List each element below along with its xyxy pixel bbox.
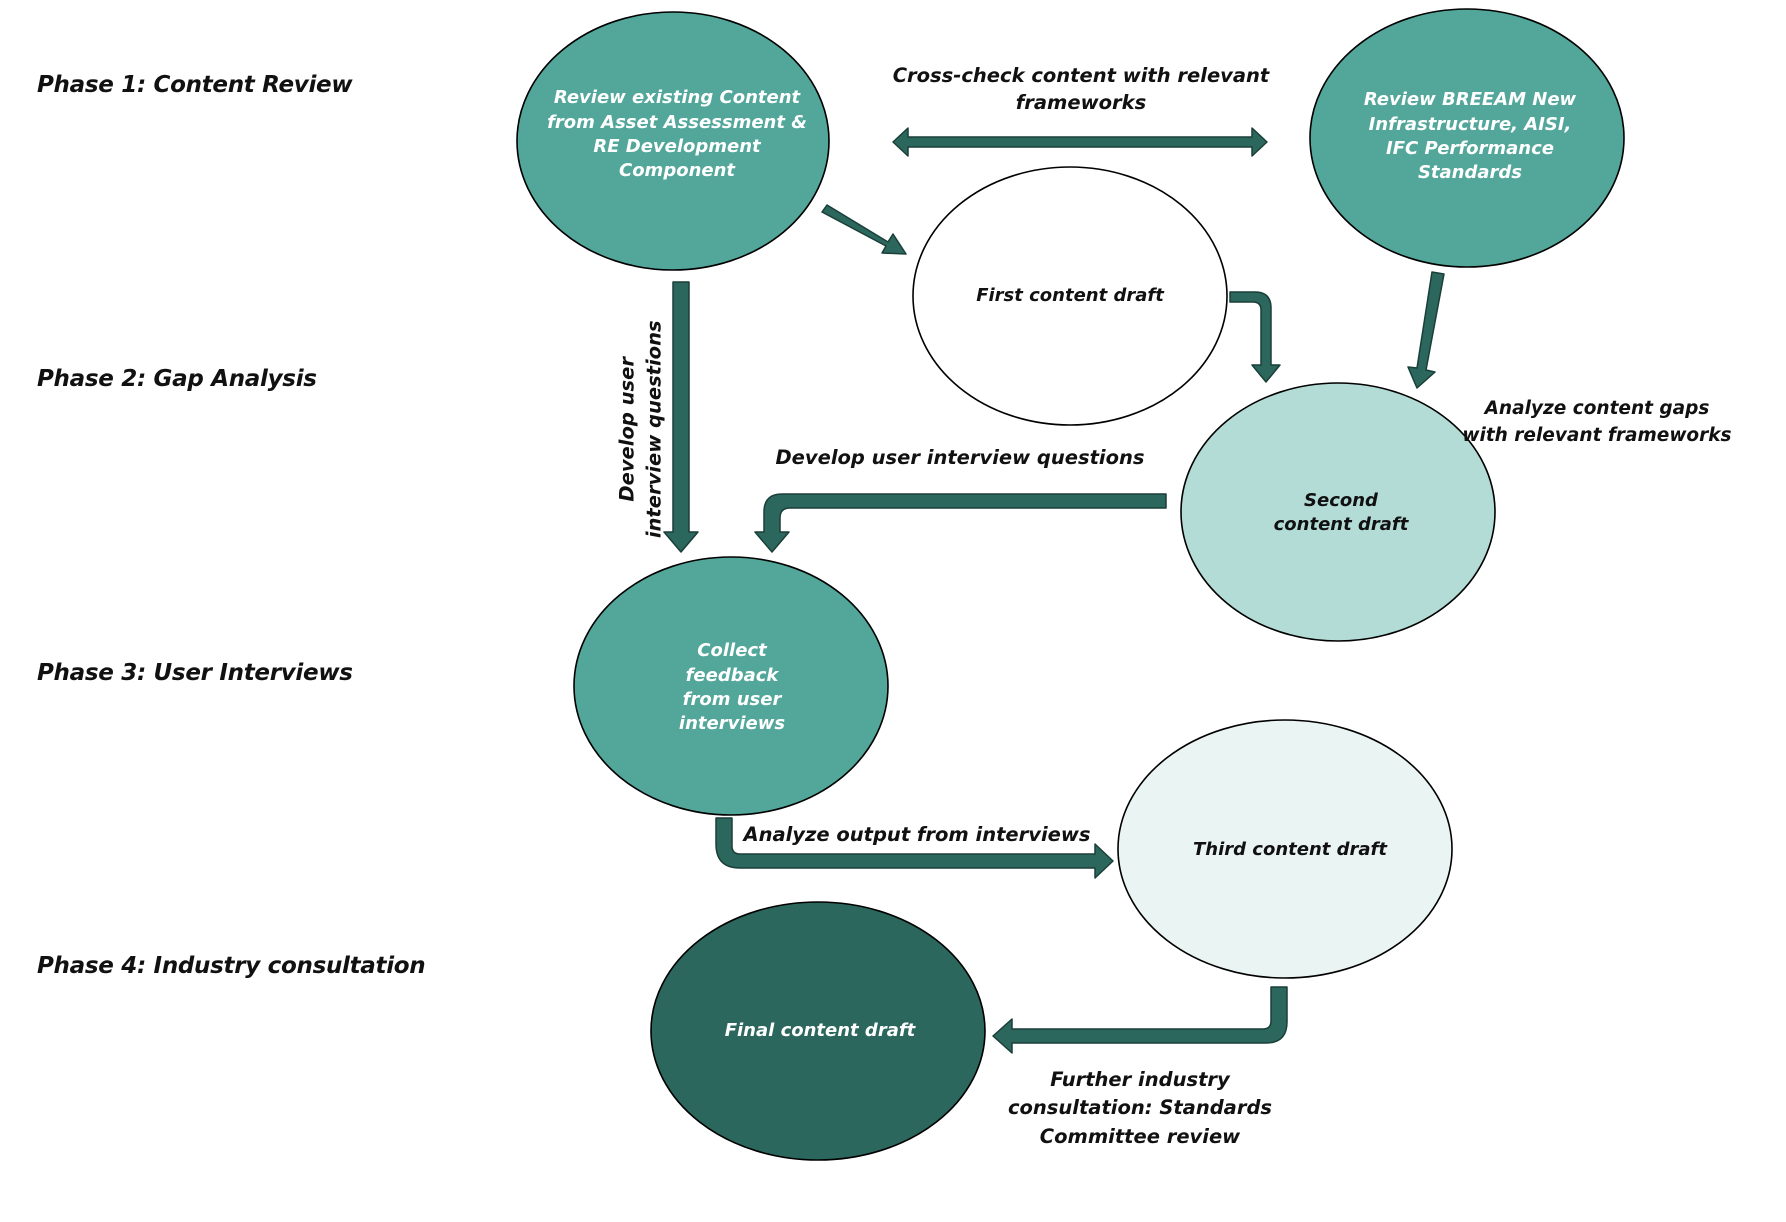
phase-label-2: Phase 2: Gap Analysis bbox=[37, 366, 317, 392]
label-analyze-gaps: Analyze content gaps with relevant frame… bbox=[1462, 398, 1732, 446]
node-review-existing: Review existing Content from Asset Asses… bbox=[547, 87, 807, 182]
arrow-breeam-to-second-draft bbox=[1407, 271, 1445, 389]
label-cross-check: Cross-check content with relevant framew… bbox=[892, 64, 1270, 115]
arrow-third-to-final-draft bbox=[992, 986, 1288, 1054]
node-review-breeam-shape bbox=[1309, 8, 1625, 268]
label-analyze-output: Analyze output from interviews bbox=[743, 823, 1091, 846]
node-review-existing-shape bbox=[516, 11, 830, 271]
phase-label-1: Phase 1: Content Review bbox=[37, 72, 353, 98]
node-collect-feedback: Collect feedback from user interviews bbox=[678, 640, 786, 735]
node-first-draft: First content draft bbox=[976, 284, 1164, 306]
phase-label-4: Phase 4: Industry consultation bbox=[37, 953, 426, 979]
node-collect-feedback-shape bbox=[573, 556, 889, 816]
arrow-first-to-second-draft bbox=[1229, 291, 1281, 383]
arrow-review-to-feedback bbox=[663, 281, 699, 553]
label-develop-questions-horizontal: Develop user interview questions bbox=[775, 446, 1145, 469]
node-review-breeam: Review BREEAM New Infrastructure, AISI, … bbox=[1363, 89, 1577, 184]
label-further-consultation: Further industry consultation: Standards… bbox=[1007, 1068, 1273, 1148]
node-first-draft-shape bbox=[912, 166, 1228, 426]
node-third-draft: Third content draft bbox=[1193, 838, 1387, 860]
cross-check-double-arrow bbox=[892, 127, 1268, 157]
arrow-second-draft-to-feedback bbox=[754, 493, 1167, 553]
node-final-draft: Final content draft bbox=[724, 1019, 916, 1041]
node-final-draft-shape bbox=[650, 901, 986, 1161]
label-develop-questions-vertical: Develop user interview questions bbox=[615, 320, 666, 539]
node-third-draft-shape bbox=[1117, 719, 1453, 979]
node-second-draft-shape bbox=[1180, 382, 1496, 642]
arrow-feedback-to-third-draft bbox=[715, 817, 1114, 879]
arrow-review-to-first-draft bbox=[821, 204, 907, 255]
phase-label-3: Phase 3: User Interviews bbox=[37, 660, 353, 686]
node-second-draft: Second content draft bbox=[1273, 489, 1409, 535]
